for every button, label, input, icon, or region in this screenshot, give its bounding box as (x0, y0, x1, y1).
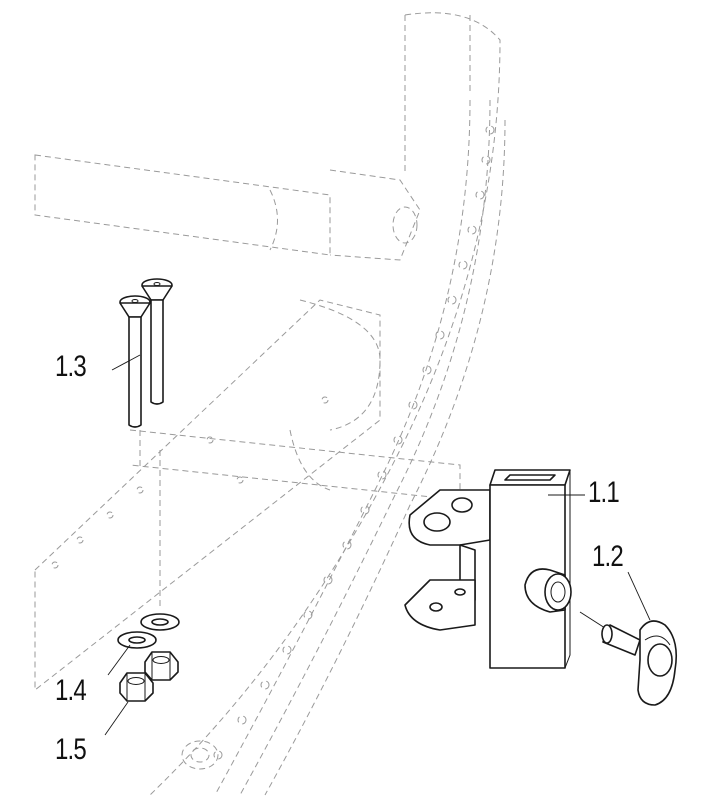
leader-lines (104, 354, 651, 736)
part-1-1-bracket (404, 469, 572, 669)
leader-1-4 (107, 644, 131, 676)
hub-cap-phantom (181, 740, 219, 770)
wheel-rim-phantom (149, 12, 506, 796)
part-1-4-washers (117, 613, 180, 649)
label-1-4: 1.4 (55, 674, 87, 707)
frame-bar-phantom (34, 299, 461, 692)
part-1-3-screws (119, 278, 173, 428)
part-1-2-wing-screw (579, 611, 678, 706)
leader-1-2 (627, 571, 651, 621)
label-1-3: 1.3 (55, 350, 87, 383)
label-1-5: 1.5 (55, 733, 87, 766)
leader-1-3 (111, 354, 141, 371)
leader-1-5 (104, 701, 129, 736)
label-1-1: 1.1 (588, 476, 620, 509)
part-1-5-nuts (119, 651, 179, 702)
label-1-2: 1.2 (592, 540, 624, 573)
axle-tube-phantom (34, 154, 421, 261)
spoke-holes-phantom (213, 125, 495, 760)
